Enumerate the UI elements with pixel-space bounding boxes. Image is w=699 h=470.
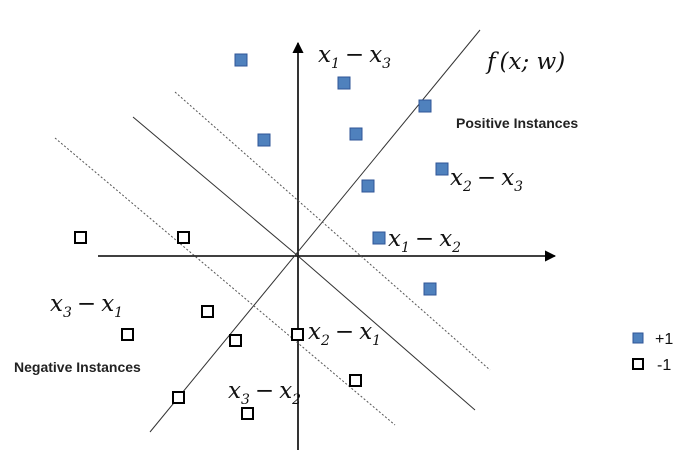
legend-negative-swatch <box>632 358 644 370</box>
diff-label-x2-x1: x2−x1 <box>308 319 381 349</box>
negative-point <box>172 391 185 404</box>
positive-point <box>361 179 375 193</box>
diff-label-x2-x3: x2−x3 <box>450 165 523 195</box>
positive-point <box>418 99 432 113</box>
positive-point <box>349 127 363 141</box>
negative-point <box>74 231 87 244</box>
positive-points <box>234 53 449 296</box>
negative-point <box>229 334 242 347</box>
diff-label-x1-x3: x1−x3 <box>318 42 391 72</box>
diff-label-x1-x2: x1−x2 <box>388 226 461 256</box>
positive-point <box>423 282 437 296</box>
negative-point <box>201 305 214 318</box>
negative-region-label: Negative Instances <box>14 359 141 375</box>
legend-positive-label: +1 <box>655 331 673 348</box>
legend: +1 -1 <box>632 331 673 374</box>
decision-boundary-origin <box>132 116 299 257</box>
function-label: f(x; w) <box>485 49 565 75</box>
positive-point <box>435 162 449 176</box>
negative-point <box>121 328 134 341</box>
positive-point <box>372 231 386 245</box>
dashed-boundary-lower <box>54 137 396 426</box>
diff-label-x3-x2: x3−x2 <box>228 378 301 408</box>
positive-region-label: Positive Instances <box>456 115 578 131</box>
positive-point <box>337 76 351 90</box>
negative-point <box>241 407 254 420</box>
legend-negative-label: -1 <box>657 357 671 374</box>
negative-point <box>177 231 190 244</box>
negative-point <box>291 328 304 341</box>
positive-point <box>257 133 271 147</box>
negative-point <box>349 374 362 387</box>
negative-points <box>74 231 362 420</box>
boundary-lower-right <box>297 255 476 411</box>
weight-line <box>149 29 481 433</box>
positive-point <box>234 53 248 67</box>
legend-positive-swatch <box>632 332 644 344</box>
diff-label-x3-x1: x3−x1 <box>50 291 123 321</box>
